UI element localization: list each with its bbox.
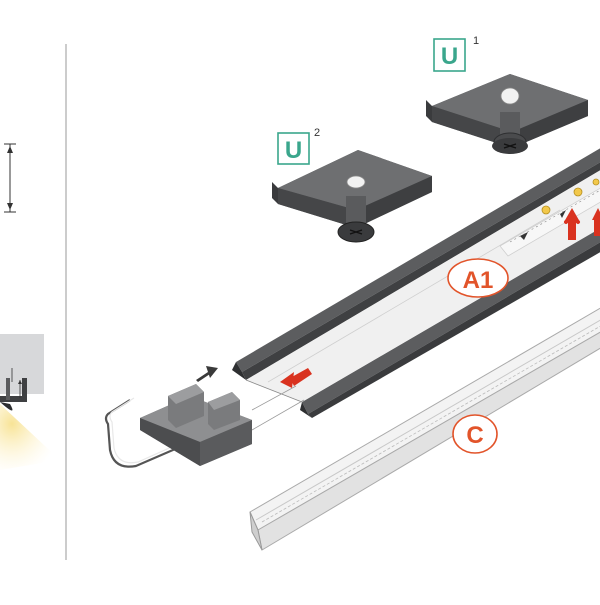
label-u1-letter: U [441,43,458,70]
label-mounting-clip-2: U 2 [278,127,320,164]
label-a1-text: A1 [463,267,494,294]
label-mounting-clip-1: U 1 [434,35,479,71]
label-u2-letter: U [285,137,302,164]
light-glow [0,404,60,470]
dimension-marker: 7 [0,144,16,212]
end-cap-arrow-dark [196,366,218,382]
mounting-clip-1 [426,74,588,154]
end-cap [106,384,304,467]
label-cover: C [453,415,497,453]
label-profile: A1 [448,259,508,297]
label-u1-superscript: 1 [473,35,479,47]
label-c-text: C [466,422,483,449]
label-u2-superscript: 2 [314,127,320,139]
cross-section-detail: 7 [0,44,66,560]
